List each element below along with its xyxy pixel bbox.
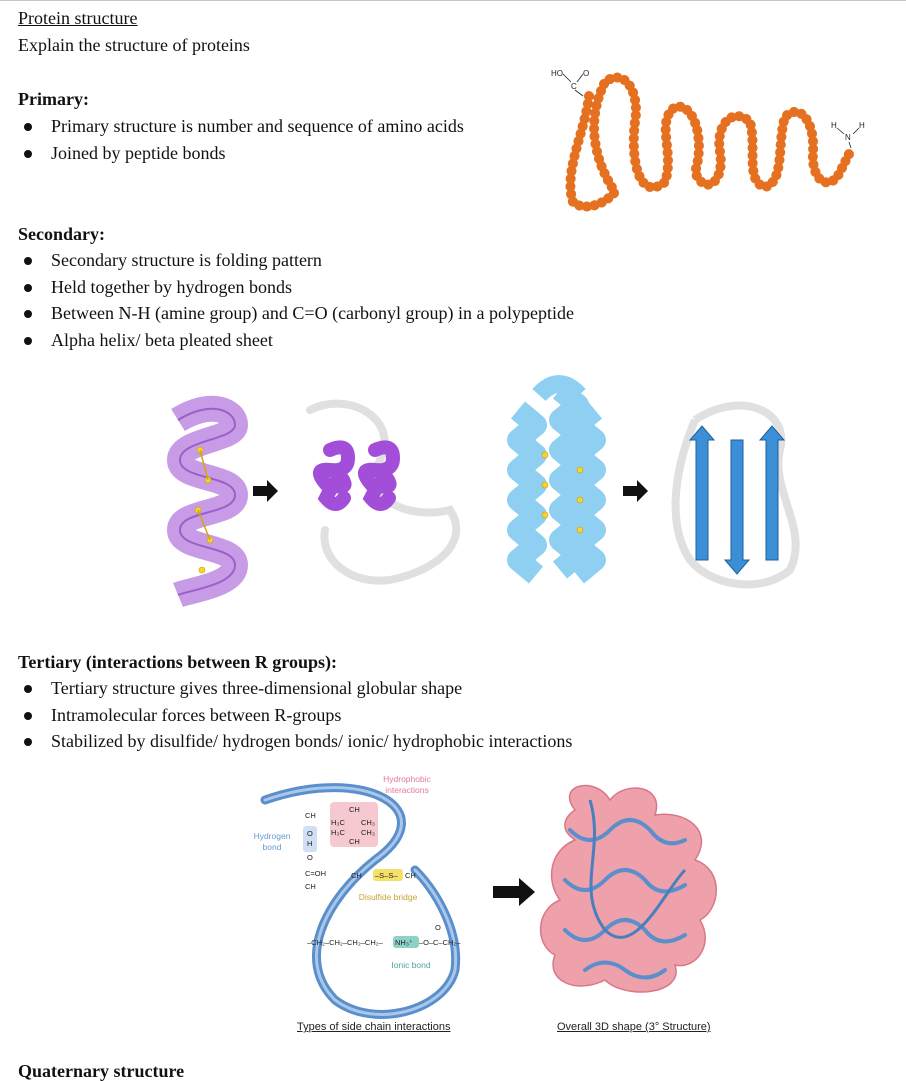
svg-text:H: H xyxy=(831,121,837,130)
beta-sheet-diagram xyxy=(507,375,606,584)
caption-3d-shape: Overall 3D shape (3° Structure) xyxy=(557,1021,711,1033)
disulfide-highlight xyxy=(373,869,403,881)
hydrogen-label: Hydrogen xyxy=(254,831,291,841)
arrow-right-icon xyxy=(253,480,278,502)
svg-text:H: H xyxy=(859,121,865,130)
svg-text:–CH₂–CH₂–CH₂–CH₂–: –CH₂–CH₂–CH₂–CH₂– xyxy=(307,938,384,947)
primary-heading: Primary: xyxy=(18,89,89,109)
tertiary-heading: Tertiary (interactions between R groups)… xyxy=(18,652,337,672)
hydrogen-highlight xyxy=(303,826,317,852)
helix-bundle-diagram xyxy=(306,399,461,585)
svg-text:CH: CH xyxy=(349,805,360,814)
svg-text:N: N xyxy=(845,133,851,142)
secondary-heading: Secondary: xyxy=(18,224,105,244)
svg-text:CH: CH xyxy=(405,871,416,880)
primary-bullets: Primary structure is number and sequence… xyxy=(18,116,464,169)
secondary-bullets: Secondary structure is folding pattern H… xyxy=(18,250,574,357)
svg-text:H: H xyxy=(307,839,312,848)
hydrophobic-label-2: interactions xyxy=(385,785,428,795)
arrow-right-icon xyxy=(623,480,648,502)
svg-text:CH: CH xyxy=(349,837,360,846)
svg-text:O: O xyxy=(435,923,441,932)
hydrophobic-label: Hydrophobic xyxy=(383,774,431,784)
bullet-item: Joined by peptide bonds xyxy=(18,143,464,170)
globular-protein-diagram xyxy=(539,784,717,993)
svg-text:CH₃: CH₃ xyxy=(361,818,375,827)
svg-text:CH: CH xyxy=(305,811,316,820)
secondary-structure-figure xyxy=(167,375,800,608)
bullet-item: Between N-H (amine group) and C=O (carbo… xyxy=(18,303,574,330)
svg-text:C=OH: C=OH xyxy=(305,869,326,878)
svg-text:NH₃⁺: NH₃⁺ xyxy=(395,938,413,947)
svg-text:HO: HO xyxy=(551,69,563,78)
bullet-item: Intramolecular forces between R-groups xyxy=(18,705,572,732)
cooh-terminus: HO O C xyxy=(551,69,589,97)
bullet-item: Primary structure is number and sequence… xyxy=(18,116,464,143)
svg-text:C–CH₂–: C–CH₂– xyxy=(433,938,461,947)
quaternary-heading: Quaternary structure xyxy=(18,1061,185,1081)
question-prompt: Explain the structure of proteins xyxy=(18,35,250,55)
ionic-label: Ionic bond xyxy=(391,960,430,970)
hydrophobic-highlight xyxy=(330,802,378,847)
svg-text:O: O xyxy=(307,853,313,862)
tertiary-interactions-figure: Hydrophobic interactions CH H₃C CH₃ H₃C … xyxy=(254,774,717,1019)
svg-text:–O–: –O– xyxy=(419,938,434,947)
svg-text:CH₃: CH₃ xyxy=(361,828,375,837)
primary-chain-figure: HO O C H H N xyxy=(551,69,865,212)
svg-text:CH: CH xyxy=(305,882,316,891)
bullet-item: Secondary structure is folding pattern xyxy=(18,250,574,277)
svg-text:C: C xyxy=(571,82,577,91)
bullet-item: Held together by hydrogen bonds xyxy=(18,277,574,304)
arrow-right-icon xyxy=(493,878,535,906)
svg-text:H₃C: H₃C xyxy=(331,818,345,827)
bullet-item: Tertiary structure gives three-dimension… xyxy=(18,678,572,705)
caption-side-chain-interactions: Types of side chain interactions xyxy=(297,1021,451,1033)
bullet-item: Alpha helix/ beta pleated sheet xyxy=(18,330,574,357)
svg-text:O: O xyxy=(583,69,589,78)
hydrogen-label-2: bond xyxy=(263,842,282,852)
tertiary-bullets: Tertiary structure gives three-dimension… xyxy=(18,678,572,758)
svg-text:O: O xyxy=(307,829,313,838)
amine-terminus: H H N xyxy=(831,121,865,149)
bullet-item: Stabilized by disulfide/ hydrogen bonds/… xyxy=(18,731,572,758)
top-rule xyxy=(0,0,906,1)
alpha-helix-diagram xyxy=(167,395,248,608)
svg-text:–S–S–: –S–S– xyxy=(375,871,398,880)
disulfide-label: Disulfide bridge xyxy=(359,892,418,902)
sheet-cartoon-diagram xyxy=(671,401,800,589)
document-title: Protein structure xyxy=(18,8,138,28)
svg-text:H₃C: H₃C xyxy=(331,828,345,837)
ionic-highlight xyxy=(393,936,419,948)
svg-text:CH: CH xyxy=(351,871,362,880)
